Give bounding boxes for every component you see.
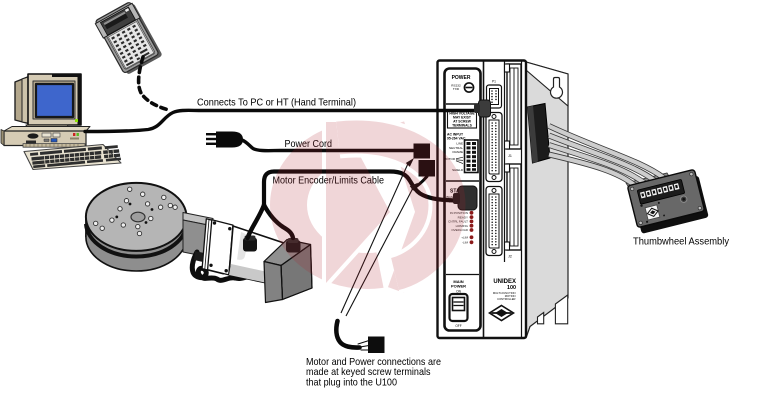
svg-text:READY: READY	[458, 215, 468, 219]
svg-text:POWER: POWER	[452, 75, 471, 81]
svg-text:OVERLOAD: OVERLOAD	[451, 228, 469, 232]
svg-text:AC INPUT: AC INPUT	[447, 133, 464, 137]
svg-text:HOMING: HOMING	[456, 224, 469, 228]
svg-text:100: 100	[507, 285, 516, 291]
svg-text:OFF: OFF	[455, 324, 461, 328]
svg-text:MOTOR: MOTOR	[444, 157, 456, 161]
svg-text:Connects To PC or HT (Hand Ter: Connects To PC or HT (Hand Terminal)	[197, 97, 356, 109]
svg-text:HIGH VOLTAGE: HIGH VOLTAGE	[449, 111, 475, 115]
svg-text:Motor and Power connections ar: Motor and Power connections are	[306, 356, 441, 368]
svg-text:P1: P1	[492, 80, 496, 84]
svg-text:ON: ON	[456, 290, 461, 294]
svg-text:NEUTRAL: NEUTRAL	[449, 146, 463, 150]
svg-text:POWER: POWER	[451, 284, 466, 289]
svg-text:+LIM: +LIM	[461, 236, 468, 240]
svg-text:CNTRL FAULT: CNTRL FAULT	[448, 220, 468, 224]
svg-text:LINE: LINE	[456, 142, 463, 146]
svg-text:CONTROLLER: CONTROLLER	[497, 297, 515, 301]
svg-text:SHIELD: SHIELD	[452, 168, 464, 172]
svg-text:TERMINALS: TERMINALS	[452, 123, 473, 127]
svg-text:Power Cord: Power Cord	[285, 138, 333, 150]
svg-text:AT SCREW: AT SCREW	[453, 119, 472, 123]
svg-text:MAIN: MAIN	[453, 279, 463, 284]
svg-text:that plug into the U100: that plug into the U100	[306, 376, 397, 388]
svg-text:FRAME: FRAME	[453, 150, 464, 154]
svg-text:J1: J1	[508, 154, 512, 158]
svg-text:MULTI-FUNCTION: MULTI-FUNCTION	[493, 291, 516, 295]
svg-text:Motor Encoder/Limits Cable: Motor Encoder/Limits Cable	[273, 175, 385, 187]
svg-text:UNIDEX: UNIDEX	[493, 279, 516, 285]
svg-text:made at keyed screw terminals: made at keyed screw terminals	[306, 366, 431, 378]
svg-text:MAY EXIST: MAY EXIST	[453, 115, 472, 119]
svg-text:IN POSITION: IN POSITION	[450, 211, 468, 215]
svg-text:J2: J2	[508, 255, 512, 259]
svg-text:RS232: RS232	[451, 84, 461, 88]
svg-text:Thumbwheel Assembly: Thumbwheel Assembly	[633, 236, 730, 248]
svg-text:-LIM: -LIM	[462, 241, 469, 245]
svg-text:MOTION: MOTION	[505, 294, 516, 298]
svg-text:95-264 VAC: 95-264 VAC	[447, 137, 466, 141]
svg-text:TXD: TXD	[453, 87, 460, 91]
